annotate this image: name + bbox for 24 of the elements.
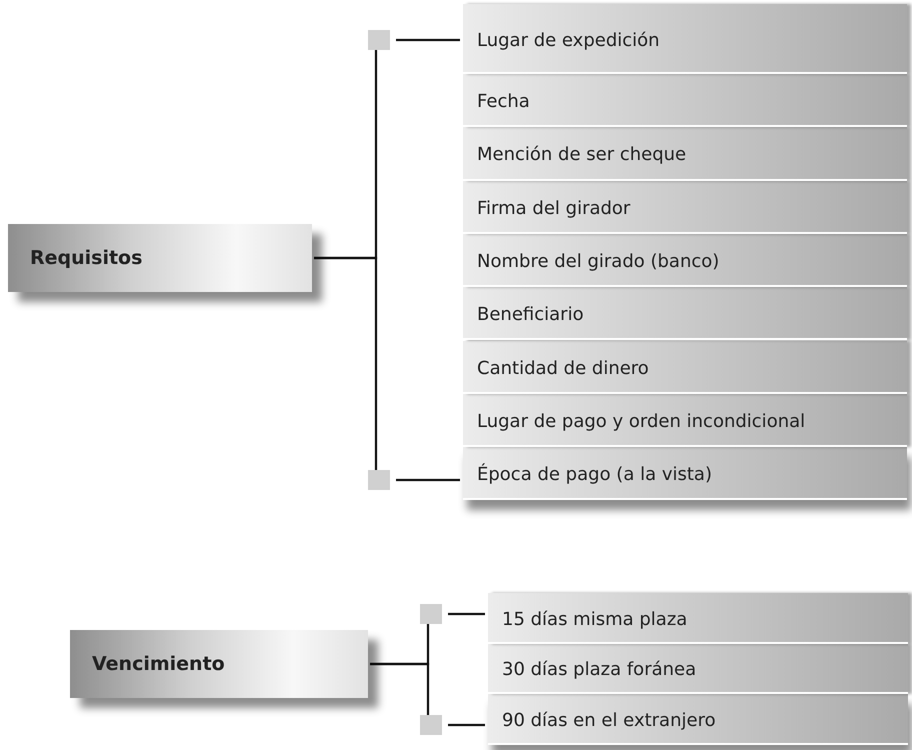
category-box: Vencimiento [70, 630, 368, 698]
connector-square [368, 470, 390, 490]
list-item-bar: 30 días plaza foránea [488, 644, 908, 694]
connector-line [396, 478, 460, 482]
list-item-bar: Mención de ser cheque [463, 127, 907, 181]
list-item-bar: 90 días en el extranjero [488, 694, 908, 744]
connector-square [420, 715, 442, 735]
list-item-bar: Lugar de expedición [463, 4, 907, 74]
connector-line [314, 256, 378, 470]
connector-line [396, 38, 460, 42]
connector-line [448, 612, 485, 616]
list-item-bar: Época de pago (a la vista) [463, 447, 907, 500]
list-item-bar: Cantidad de dinero [463, 340, 907, 394]
connector-line [370, 662, 430, 715]
list-item-bar: Fecha [463, 74, 907, 128]
connector-square [420, 604, 442, 624]
list-item-bar: Firma del girador [463, 180, 907, 234]
list-item-bar: Beneficiario [463, 287, 907, 340]
list-item-bar: 15 días misma plaza [488, 593, 908, 644]
connector-line [448, 724, 485, 726]
list-item-bar: Lugar de pago y orden incondicional [463, 394, 907, 448]
list-item-bar: Nombre del girado (banco) [463, 234, 907, 288]
category-box: Requisitos [8, 224, 312, 292]
connector-square [368, 30, 390, 50]
